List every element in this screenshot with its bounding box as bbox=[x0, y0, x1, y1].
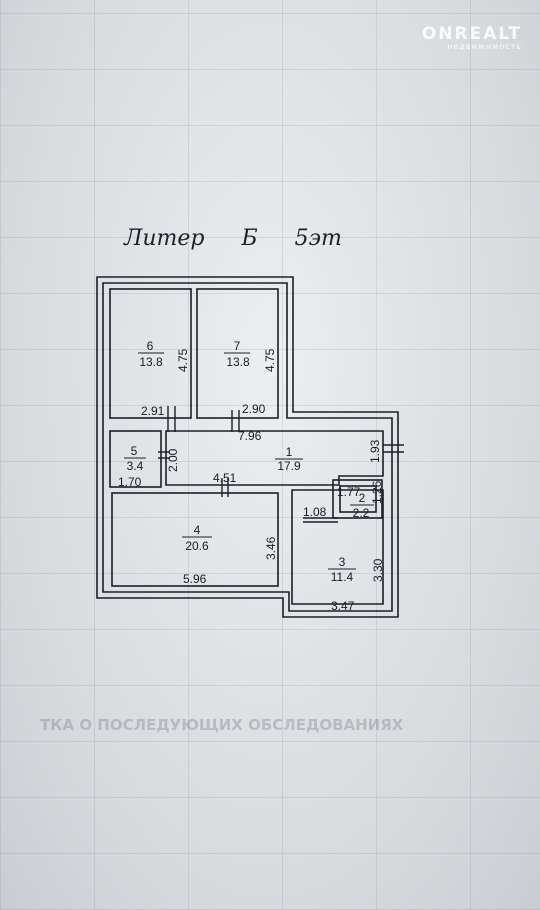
door-marks bbox=[158, 406, 404, 523]
room-7-area: 13.8 bbox=[226, 355, 250, 369]
dim-r4-width: 5.96 bbox=[183, 572, 207, 586]
room-3-area: 11.4 bbox=[331, 570, 354, 584]
dim-r3-height: 3.30 bbox=[371, 558, 385, 582]
dim-corridor-width: 7.96 bbox=[238, 429, 262, 443]
dim-r2-door: 1.08 bbox=[303, 505, 327, 519]
ghost-heading: ТКА О ПОСЛЕДУЮЩИХ ОБСЛЕДОВАНИЯХ bbox=[40, 716, 404, 734]
room-2-number: 2 bbox=[359, 491, 366, 505]
dim-r6-width: 2.91 bbox=[141, 404, 165, 418]
floor-label: 5эт bbox=[294, 226, 342, 251]
room-2-area: 2.2 bbox=[353, 506, 370, 520]
room-3-number: 3 bbox=[339, 555, 346, 569]
dim-r7-height: 4.75 bbox=[263, 348, 277, 372]
dim-r1-height: 1.93 bbox=[368, 439, 382, 463]
walls bbox=[96, 276, 399, 618]
watermark-sub: недвижимость bbox=[447, 42, 522, 51]
dim-r2-width: 1.77 bbox=[337, 485, 361, 499]
room-4-number: 4 bbox=[194, 523, 201, 537]
liter-label: Литер Б bbox=[124, 226, 258, 251]
dim-r7-width: 2.90 bbox=[242, 402, 266, 416]
room-7-number: 7 bbox=[234, 339, 241, 353]
dim-r6-height: 4.75 bbox=[176, 348, 190, 372]
watermark-brand: ONREALT bbox=[421, 24, 522, 44]
watermark-logo: ONREALT недвижимость bbox=[422, 24, 522, 51]
plan-title: Литер Б 5эт bbox=[124, 226, 342, 251]
room-6-area: 13.8 bbox=[139, 355, 163, 369]
room-4-area: 20.6 bbox=[185, 539, 209, 553]
room-1-number: 1 bbox=[286, 445, 293, 459]
dim-r5-height: 2.00 bbox=[166, 448, 180, 472]
room-5-area: 3.4 bbox=[127, 459, 144, 473]
dim-r5-width: 1.70 bbox=[118, 475, 142, 489]
dim-r2-height: 1.26 bbox=[370, 480, 384, 504]
room-6-number: 6 bbox=[147, 339, 154, 353]
room-1-area: 17.9 bbox=[277, 459, 301, 473]
dim-r3-width: 3.47 bbox=[331, 599, 355, 613]
dim-r4-height: 3.46 bbox=[264, 536, 278, 560]
dim-wall-451: 4.51 bbox=[213, 471, 237, 485]
room-5-number: 5 bbox=[131, 444, 138, 458]
